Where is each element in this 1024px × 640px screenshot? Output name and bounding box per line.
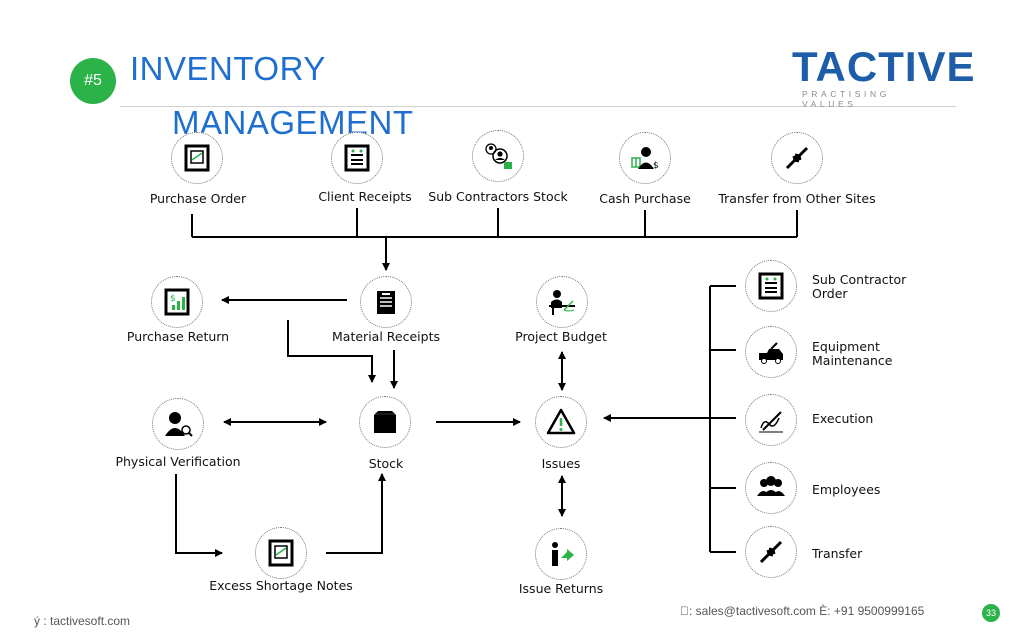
page-number: 33 xyxy=(985,608,996,618)
svg-text:$: $ xyxy=(653,161,659,171)
slide-number: #5 xyxy=(84,72,102,89)
footer-website: ý : tactivesoft.com xyxy=(34,614,131,628)
label-cash-purchase: Cash Purchase xyxy=(599,191,691,206)
chart-dollar-icon: $ xyxy=(151,276,203,328)
slide-number-badge: #5 xyxy=(70,58,116,104)
label-purchase-return: Purchase Return xyxy=(126,329,230,344)
label-employees: Employees xyxy=(812,482,881,497)
tactive-logo: TACTIVE PRACTISING VALUES xyxy=(792,43,976,110)
contractors-icon xyxy=(472,130,524,182)
slide-title-line2: MANAGEMENT xyxy=(172,104,414,141)
warning-icon xyxy=(535,396,587,448)
verification-user-icon xyxy=(152,398,204,450)
issue-return-icon xyxy=(535,528,587,580)
label-purchase-order: Purchase Order xyxy=(149,191,247,206)
label-excess-shortage-notes: Excess Shortage Notes xyxy=(209,578,353,593)
page-number-badge: 33 xyxy=(982,604,1000,622)
sub-contractor-order-icon xyxy=(745,260,797,312)
arrow-verification-to-notes xyxy=(175,474,223,557)
slide-title-line1: INVENTORY xyxy=(130,50,326,87)
label-sub-contractors-stock: Sub Contractors Stock xyxy=(428,189,568,204)
label-issue-returns: Issue Returns xyxy=(518,581,604,596)
label-sub-contractor-order: Sub Contractor Order xyxy=(812,272,907,301)
label-transfer: Transfer xyxy=(812,546,863,561)
notes-document-icon xyxy=(255,527,307,579)
transfer-arrows-icon xyxy=(771,132,823,184)
label-client-receipts: Client Receipts xyxy=(318,189,412,204)
execution-sign-icon xyxy=(745,394,797,446)
label-equipment-maintenance: Equipment Maintenance xyxy=(812,339,893,368)
label-physical-verification: Physical Verification xyxy=(115,454,241,469)
cash-purchase-icon: $ xyxy=(619,132,671,184)
equipment-vehicle-icon xyxy=(745,326,797,378)
stock-box-icon xyxy=(359,396,411,448)
arrow-return-to-stock xyxy=(287,320,376,383)
logo-wordmark: TACTIVE xyxy=(792,43,976,90)
receipt-icon xyxy=(331,132,383,184)
footer-contact:  : sales@tactivesoft.com È: +91 95009991… xyxy=(680,604,925,618)
label-issues: Issues xyxy=(541,456,581,471)
svg-text:$: $ xyxy=(170,294,176,304)
document-icon xyxy=(171,132,223,184)
label-project-budget: Project Budget xyxy=(515,329,607,344)
transfer-icon xyxy=(745,526,797,578)
label-stock: Stock xyxy=(368,456,404,471)
project-budget-icon xyxy=(536,276,588,328)
label-transfer-from-other-sites: Transfer from Other Sites xyxy=(718,191,876,206)
header-divider xyxy=(120,106,956,107)
employees-group-icon xyxy=(745,462,797,514)
arrow-notes-to-stock xyxy=(326,473,386,554)
label-execution: Execution xyxy=(812,411,874,426)
logo-tagline: PRACTISING VALUES xyxy=(802,89,890,109)
label-material-receipts: Material Receipts xyxy=(332,329,440,344)
material-receipts-icon xyxy=(360,276,412,328)
